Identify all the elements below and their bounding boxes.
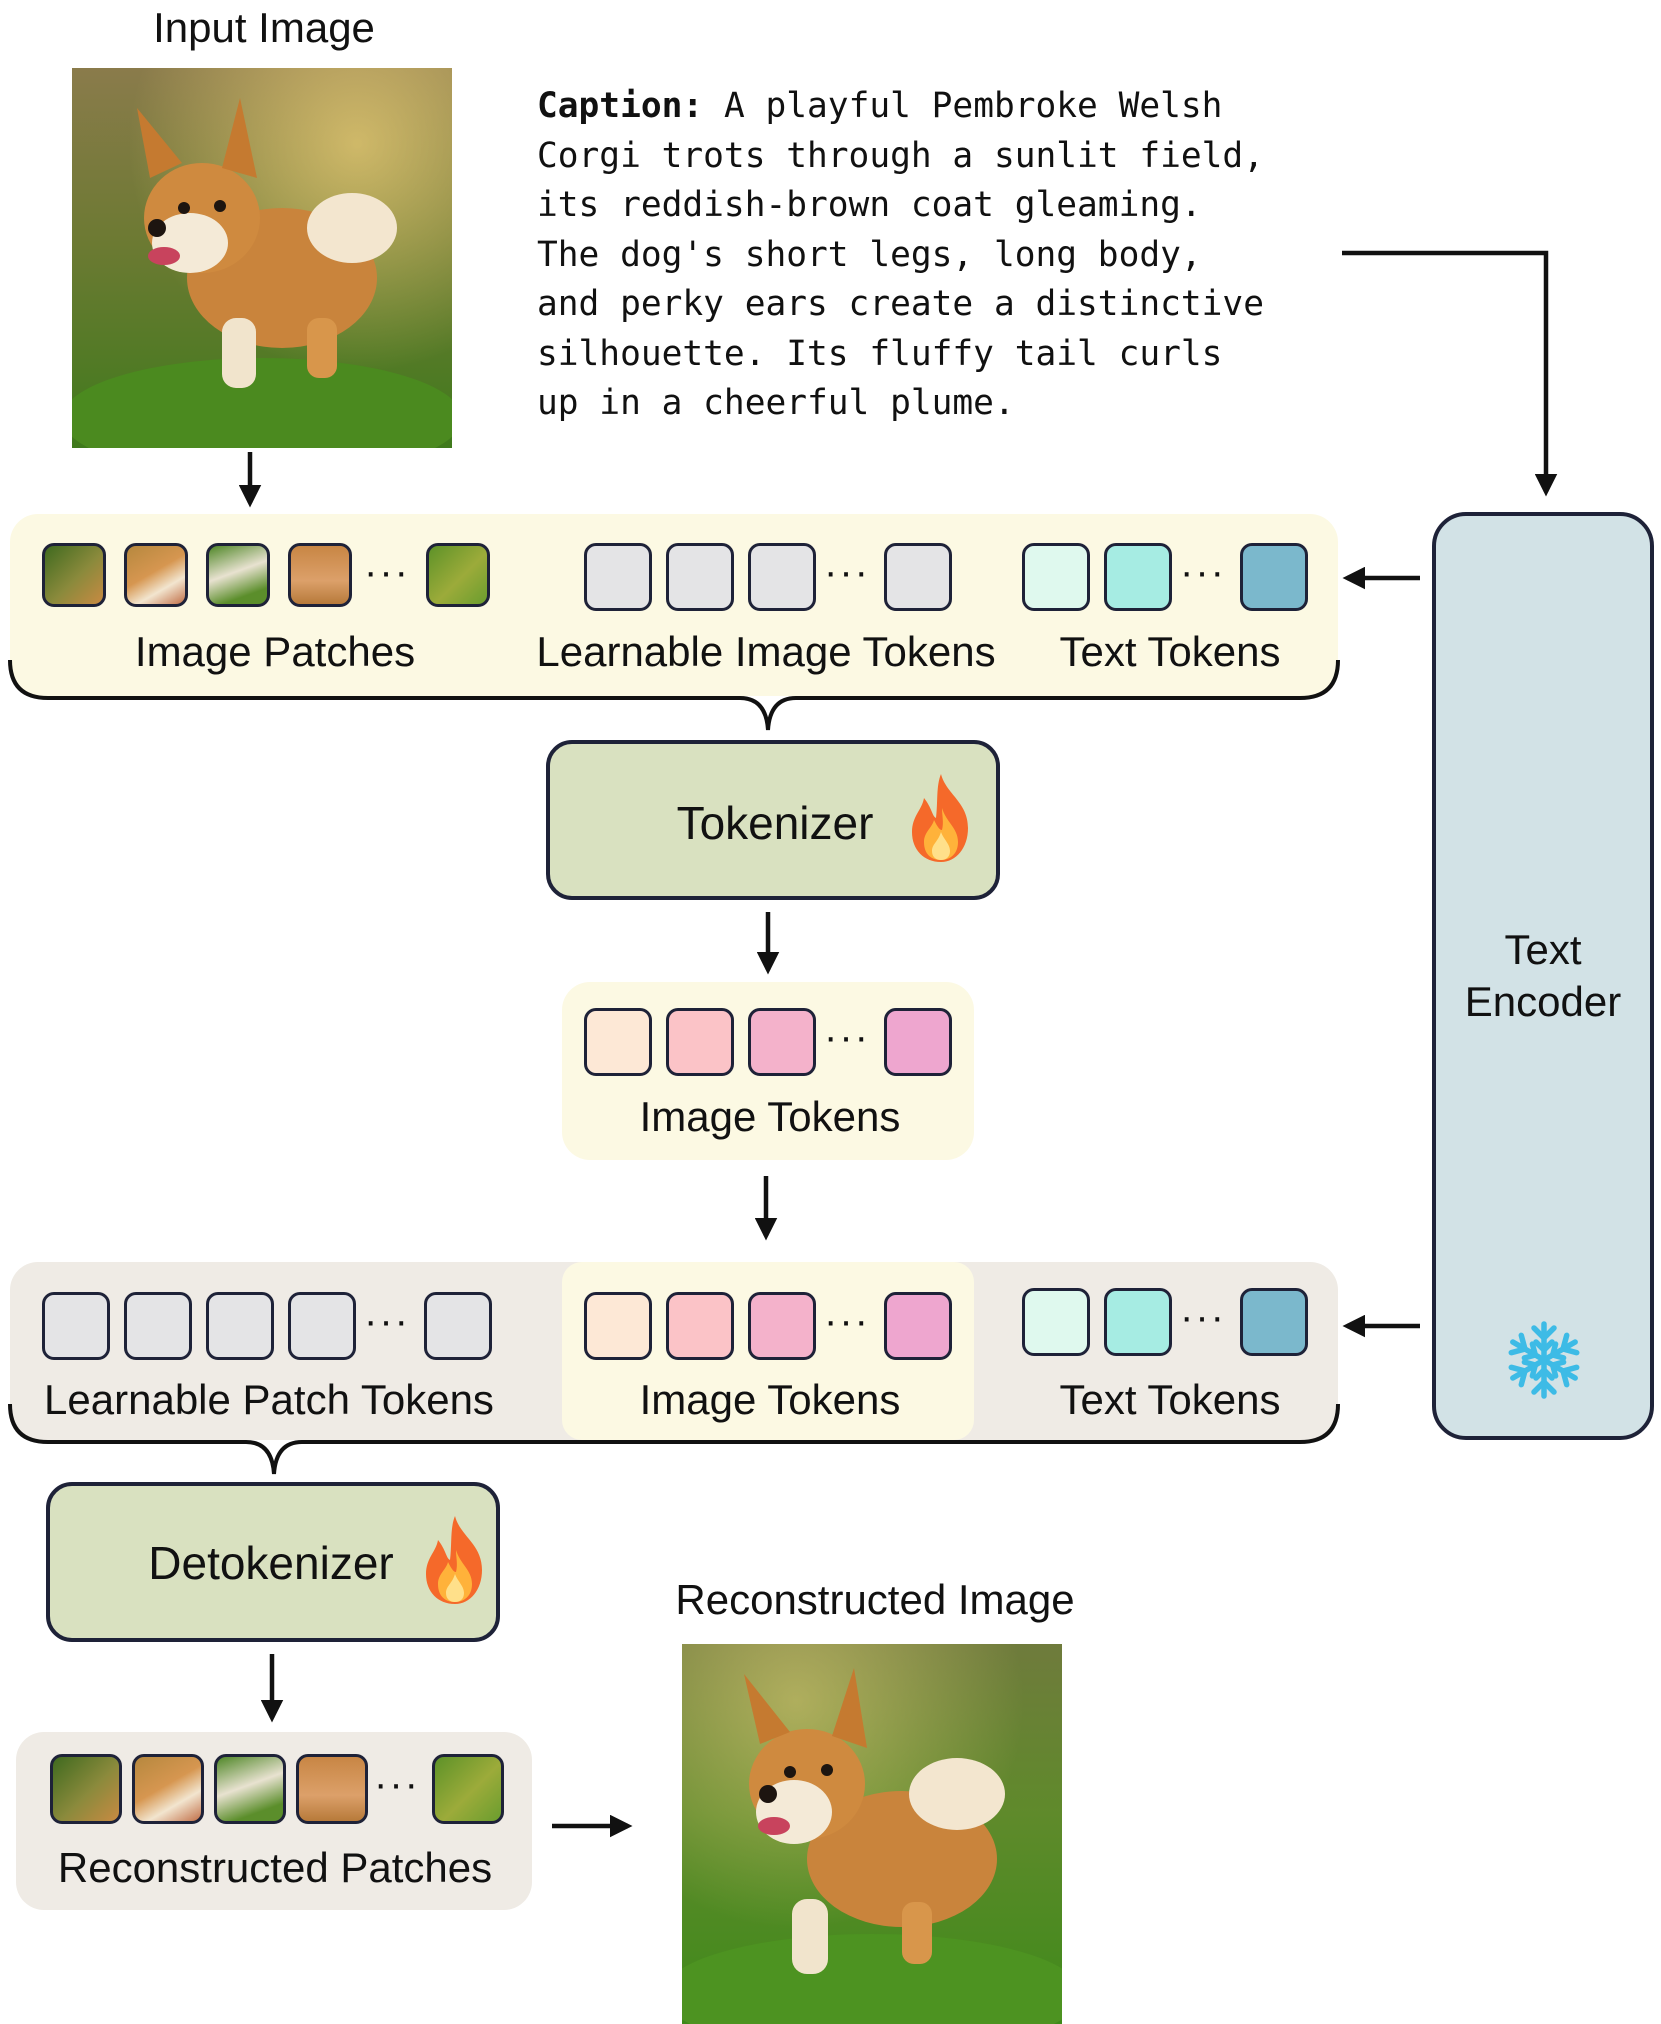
tokenizer-label: Tokenizer [676, 797, 874, 849]
image-patch-token [42, 543, 106, 607]
image-patch-token [124, 543, 188, 607]
learnable-patch-token [42, 1292, 110, 1360]
image-patch-token [288, 543, 352, 607]
learnable-image-token [884, 543, 952, 611]
text-encoder-label-line2: Encoder [1464, 978, 1622, 1025]
reconstructed-image [682, 1644, 1062, 2024]
learnable-patch-token [124, 1292, 192, 1360]
text-token [1240, 1288, 1308, 1356]
text-token [1104, 543, 1172, 611]
reconstructed-patch-token [214, 1754, 286, 1824]
learnable-image-token [748, 543, 816, 611]
text-tokens-label-top: Text Tokens [1059, 628, 1281, 675]
image-token [748, 1008, 816, 1076]
input-image-label: Input Image [153, 4, 375, 51]
text-encoder-block [1432, 512, 1654, 1440]
learnable-image-tokens-label: Learnable Image Tokens [536, 628, 996, 675]
image-patch-token [206, 543, 270, 607]
ellipsis: ··· [824, 1299, 870, 1343]
detokenizer-label: Detokenizer [148, 1537, 394, 1589]
learnable-image-token [584, 543, 652, 611]
reconstructed-image-label: Reconstructed Image [675, 1576, 1075, 1623]
image-token [666, 1292, 734, 1360]
fire-icon [912, 774, 968, 862]
text-tokens-label-bottom: Text Tokens [1059, 1376, 1281, 1423]
reconstructed-patches-label: Reconstructed Patches [57, 1844, 493, 1891]
learnable-patch-tokens-label: Learnable Patch Tokens [44, 1376, 494, 1423]
image-token [884, 1008, 952, 1076]
ellipsis: ··· [824, 550, 870, 594]
learnable-image-token [666, 543, 734, 611]
learnable-patch-token [206, 1292, 274, 1360]
text-token [1022, 543, 1090, 611]
ellipsis: ··· [824, 1015, 870, 1059]
learnable-patch-token [288, 1292, 356, 1360]
image-token [584, 1292, 652, 1360]
learnable-patch-token [424, 1292, 492, 1360]
detokenizer-block [46, 1482, 500, 1642]
ellipsis: ··· [1180, 1295, 1226, 1339]
input-image [72, 68, 452, 448]
image-token [666, 1008, 734, 1076]
caption-text: Caption: A playful Pembroke Welsh Corgi … [537, 82, 1397, 429]
reconstructed-patch-token [50, 1754, 122, 1824]
image-token [584, 1008, 652, 1076]
text-encoder-label-line1: Text [1504, 926, 1582, 973]
snowflake-icon [1504, 1321, 1584, 1402]
reconstructed-patch-token [432, 1754, 504, 1824]
ellipsis: ··· [364, 550, 410, 594]
ellipsis: ··· [1180, 550, 1226, 594]
image-token [748, 1292, 816, 1360]
image-patch-token [426, 543, 490, 607]
caption-prefix: Caption: [537, 86, 704, 126]
reconstructed-patch-token [132, 1754, 204, 1824]
caption-body: A playful Pembroke Welsh Corgi trots thr… [537, 86, 1264, 423]
text-token [1240, 543, 1308, 611]
ellipsis: ··· [364, 1299, 410, 1343]
ellipsis: ··· [374, 1762, 420, 1806]
image-tokens-label: Image Tokens [639, 1093, 901, 1140]
fire-icon [426, 1516, 482, 1604]
reconstructed-patch-token [296, 1754, 368, 1824]
image-patches-label: Image Patches [134, 628, 416, 675]
image-token [884, 1292, 952, 1360]
text-token [1104, 1288, 1172, 1356]
text-token [1022, 1288, 1090, 1356]
arrow-caption-to-encoder [1342, 250, 1558, 497]
image-tokens-label-bottom: Image Tokens [639, 1376, 901, 1423]
